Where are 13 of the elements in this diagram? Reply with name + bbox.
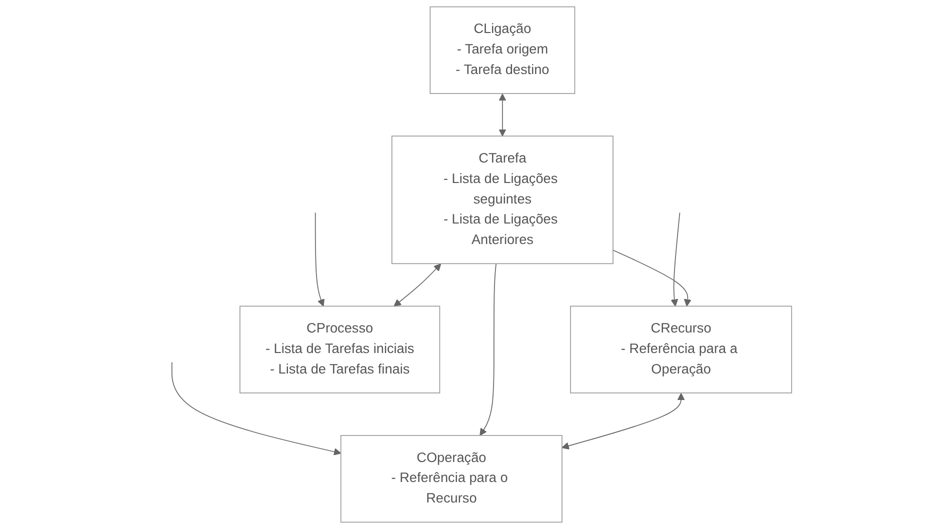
node-box: CProcesso - Lista de Tarefas iniciais - Lista de Tarefas finais xyxy=(240,306,440,394)
arrow xyxy=(480,263,496,436)
node-box: CRecurso - Referência para a Operação xyxy=(570,306,792,394)
arrow xyxy=(562,392,685,450)
node-box: COperação - Referência para o Recurso xyxy=(340,435,562,523)
arrow xyxy=(670,212,680,307)
arrow xyxy=(394,264,442,307)
arrow xyxy=(314,212,325,307)
arrow xyxy=(612,250,692,307)
arrow xyxy=(171,362,342,456)
arrow xyxy=(498,94,506,136)
node-box: CLigação - Tarefa origem - Tarefa destino xyxy=(430,6,576,94)
node-box: CTarefa - Lista de Ligações seguintes - Lista de Ligações Anteriores xyxy=(391,136,614,264)
